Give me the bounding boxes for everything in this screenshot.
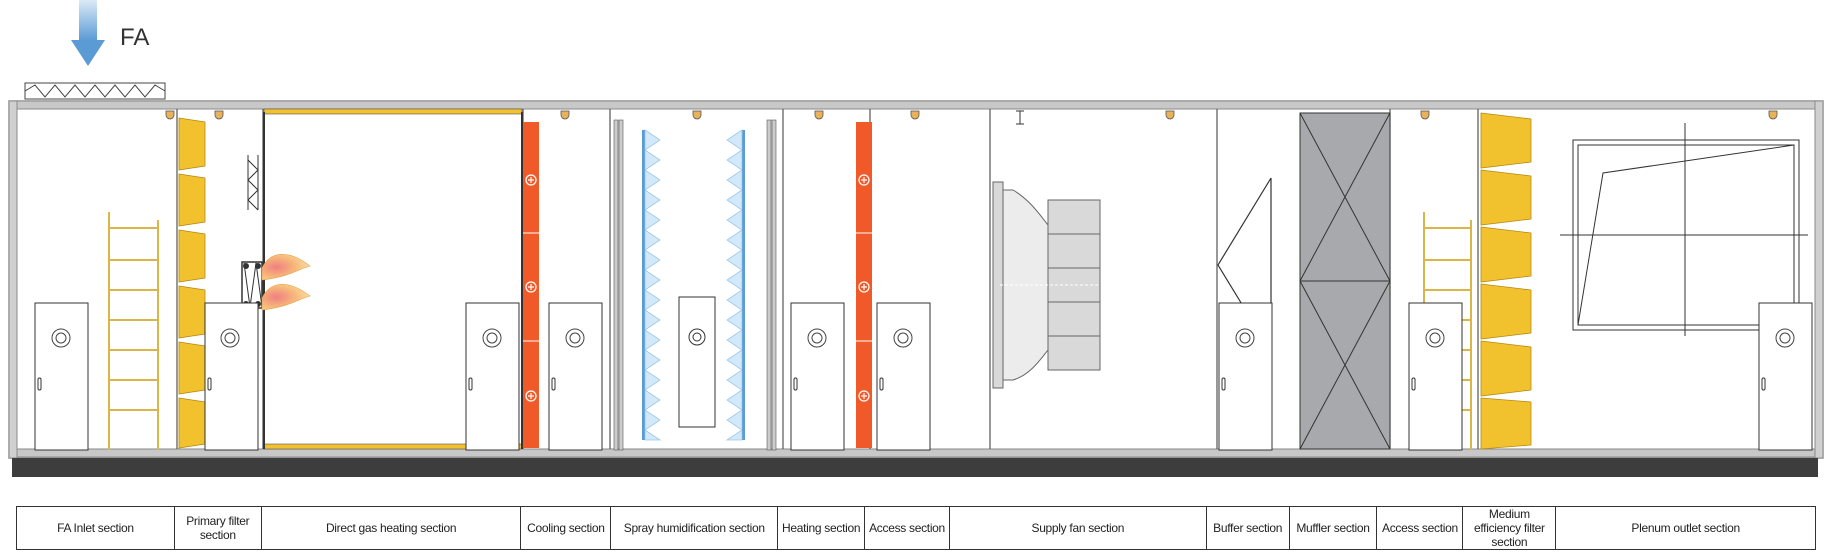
legend-cell-supply-fan: Supply fan section: [950, 507, 1207, 549]
viewport-icon: [51, 328, 1795, 348]
legend-cell-buffer: Buffer section: [1207, 507, 1290, 549]
legend-cell-plenum-outlet: Plenum outlet section: [1631, 521, 1740, 535]
primary-filter: [178, 117, 206, 449]
fa-inlet-label: FA: [120, 24, 150, 51]
legend-cell-primary-filter: Primary filter section: [175, 507, 262, 549]
unit-base: [12, 458, 1818, 477]
down-arrow-icon: [71, 0, 105, 66]
legend-cell-medium-filter: Medium efficiency filter section: [1463, 507, 1557, 549]
light-fixture-icon: [165, 110, 1778, 120]
muffler: [1299, 112, 1391, 450]
ladder-left: [108, 212, 159, 450]
medium-efficiency-filter: [1480, 112, 1532, 450]
supply-fan: [992, 110, 1101, 389]
air-handling-unit-diagram: [8, 0, 1824, 477]
legend-cell-access-2: Access section: [1377, 507, 1464, 549]
legend-cell-muffler: Muffler section: [1290, 507, 1378, 549]
flame-icon: [261, 254, 311, 311]
access-doors: [34, 302, 1813, 451]
legend-cell-fa-inlet: FA Inlet section: [17, 507, 175, 549]
legend-cell-spray-humidification: Spray humidification section: [611, 507, 779, 549]
spray-humidifier: [613, 119, 777, 451]
cooling-coil: [523, 122, 539, 448]
heating-coil: [856, 122, 872, 448]
legend-cell-heating: Heating section: [778, 507, 866, 549]
door-handle-icon: [37, 377, 1766, 391]
legend-cell-access-1: Access section: [865, 507, 950, 549]
plenum-outlet: [1560, 123, 1808, 336]
legend-cell-direct-gas-heating: Direct gas heating section: [262, 507, 522, 549]
section-legend-table: FA Inlet section Primary filter section …: [16, 506, 1816, 550]
legend-cell-cooling: Cooling section: [521, 507, 612, 549]
